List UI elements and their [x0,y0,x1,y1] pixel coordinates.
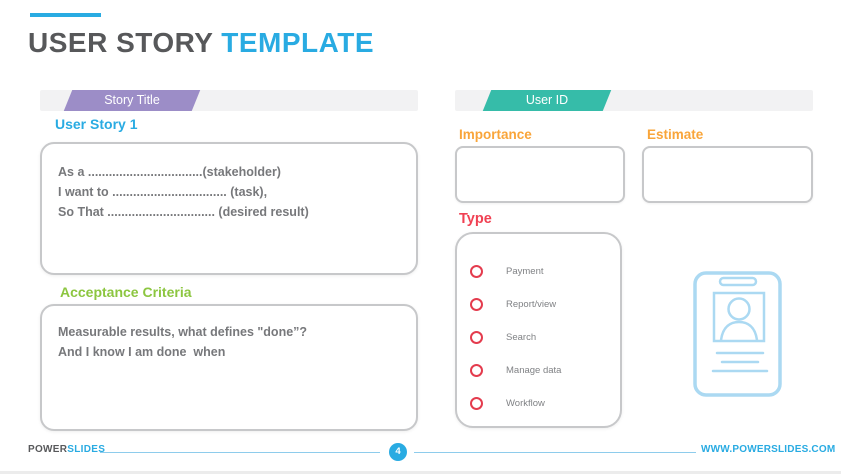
type-option-label: Workflow [506,398,545,409]
footer-divider-left [100,452,380,453]
estimate-label: Estimate [647,127,704,142]
story-line-result: So That ............................... … [58,205,309,219]
id-card-icon [693,271,782,397]
story-line-task: I want to ..............................… [58,185,268,199]
acceptance-line-1: Measurable results, what defines "done”? [58,325,308,339]
type-option-workflow[interactable]: Workflow [457,387,620,420]
importance-label: Importance [459,127,532,142]
footer-website-link[interactable]: WWW.POWERSLIDES.COM [701,444,836,455]
user-id-banner: User ID [482,90,612,111]
type-heading: Type [459,211,492,227]
type-option-label: Search [506,332,537,343]
brand-blue: SLIDES [67,444,106,455]
type-option-search[interactable]: Search [457,321,620,354]
radio-payment-icon[interactable] [470,265,483,278]
importance-field[interactable] [455,146,625,203]
page-title: USER STORY TEMPLATE [28,27,374,59]
user-story-text: As a .................................(s… [58,162,309,222]
radio-search-icon[interactable] [470,331,483,344]
type-option-label: Manage data [506,365,562,376]
estimate-field[interactable] [642,146,813,203]
title-accent-line [30,13,101,17]
footer-brand-logo: POWERSLIDES [28,444,105,455]
brand-gray: POWER [28,444,68,455]
type-option-manage-data[interactable]: Manage data [457,354,620,387]
type-option-payment[interactable]: Payment [457,255,620,288]
footer-divider-right [414,452,696,453]
acceptance-criteria-text: Measurable results, what defines "done”?… [58,322,307,362]
user-story-field[interactable] [40,142,418,275]
type-option-report-view[interactable]: Report/view [457,288,620,321]
story-title-banner: Story Title [63,90,201,111]
page-title-blue: TEMPLATE [221,27,375,58]
acceptance-criteria-field[interactable] [40,304,418,431]
user-story-heading: User Story 1 [55,116,138,132]
type-option-label: Payment [506,266,544,277]
type-options-box: Payment Report/view Search Manage data W… [455,232,622,428]
radio-manage-data-icon[interactable] [470,364,483,377]
page-title-gray: USER STORY [28,27,213,58]
acceptance-criteria-heading: Acceptance Criteria [60,284,192,300]
story-title-banner-label: Story Title [104,93,160,107]
user-id-banner-label: User ID [525,93,569,107]
type-option-label: Report/view [506,299,557,310]
acceptance-line-2: And I know I am done when [58,345,226,359]
radio-workflow-icon[interactable] [470,397,483,410]
page-number-badge: 4 [389,443,407,461]
radio-report-view-icon[interactable] [470,298,483,311]
story-line-stakeholder: As a .................................(s… [58,165,281,179]
